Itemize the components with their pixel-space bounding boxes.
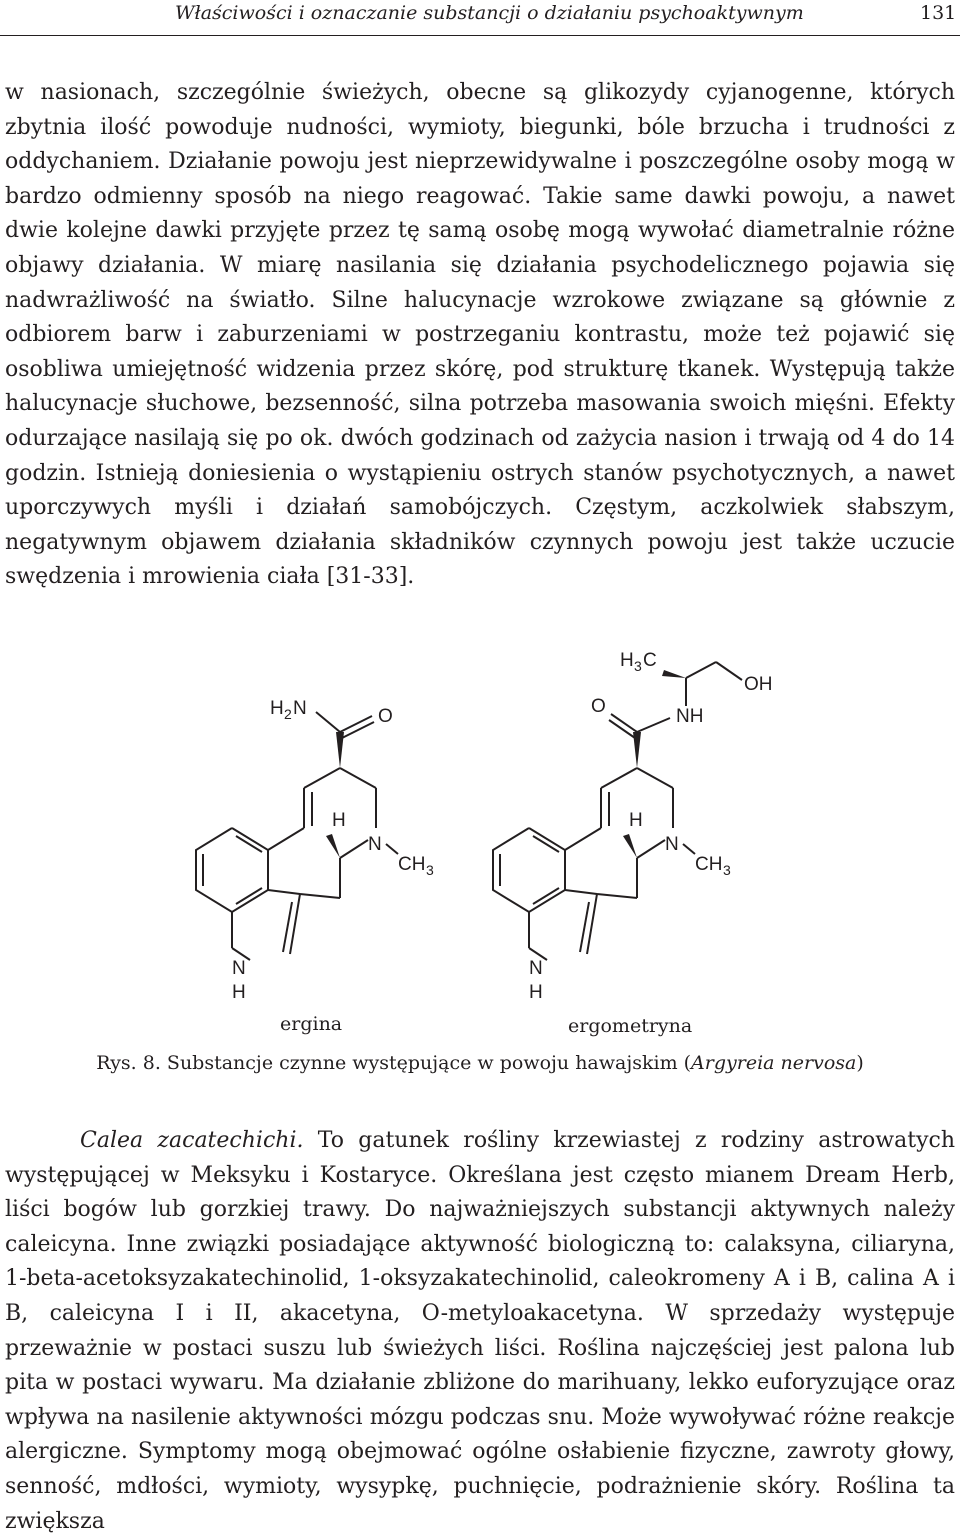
header-rule bbox=[0, 35, 960, 36]
ergometryna-atom-c: C bbox=[643, 650, 657, 671]
molecule-ergometryna: H 3 C OH O NH H N CH 3 N H ergometryna bbox=[492, 650, 773, 1037]
ergina-atom-n-amide: N bbox=[293, 698, 307, 719]
ergometryna-atom-sub3: 3 bbox=[723, 862, 731, 878]
ergometryna-atom-n-indole: N bbox=[529, 958, 543, 979]
ergina-atom-o: O bbox=[378, 706, 393, 727]
paragraph-calea-text: To gatunek rośliny krzewiastej z rodziny… bbox=[5, 1128, 955, 1534]
species-name: Calea zacatechichi. bbox=[80, 1128, 304, 1153]
ergina-atom-h2: H bbox=[270, 698, 284, 719]
caption-suffix: ) bbox=[856, 1052, 864, 1074]
ergina-atom-sub3: 3 bbox=[426, 862, 434, 878]
paragraph-calea: Calea zacatechichi. To gatunek rośliny k… bbox=[5, 1124, 955, 1539]
caption-species: Argyreia nervosa bbox=[691, 1052, 857, 1074]
ergometryna-atom-nh: NH bbox=[676, 706, 703, 727]
ergometryna-name: ergometryna bbox=[568, 1015, 692, 1037]
running-head: Właściwości i oznaczanie substancji o dz… bbox=[0, 0, 960, 36]
running-head-title: Właściwości i oznaczanie substancji o dz… bbox=[175, 2, 804, 24]
page-number: 131 bbox=[920, 2, 957, 24]
ergometryna-atom-h-stereo: H bbox=[629, 810, 643, 831]
ergometryna-atom-oh: OH bbox=[744, 674, 773, 695]
figure-structures: H 2 N O H N CH 3 N H ergina bbox=[0, 640, 960, 1080]
paragraph-powoj: w nasionach, szczególnie świeżych, obecn… bbox=[5, 80, 955, 590]
caption-prefix: Rys. 8. Substancje czynne występujące w … bbox=[96, 1052, 692, 1074]
ergometryna-atom-ch: CH bbox=[695, 854, 722, 875]
figure-caption: Rys. 8. Substancje czynne występujące w … bbox=[0, 1052, 960, 1074]
ergina-bonds bbox=[195, 711, 399, 961]
ergometryna-atom-sub3a: 3 bbox=[634, 658, 642, 674]
ergina-atom-n-ring: N bbox=[368, 834, 382, 855]
ergina-name: ergina bbox=[280, 1013, 342, 1035]
ergina-atom-ch: CH bbox=[398, 854, 425, 875]
ergina-atom-h-indole: H bbox=[232, 982, 246, 1003]
molecule-ergina: H 2 N O H N CH 3 N H ergina bbox=[195, 698, 434, 1035]
ergina-atom-sub2: 2 bbox=[284, 706, 292, 722]
ergometryna-atom-n-ring: N bbox=[665, 834, 679, 855]
ergometryna-bonds bbox=[492, 661, 743, 961]
ergometryna-atom-h-indole: H bbox=[529, 982, 543, 1003]
ergina-atom-n-indole: N bbox=[232, 958, 246, 979]
ergina-atom-h-stereo: H bbox=[332, 810, 346, 831]
ergometryna-atom-h3: H bbox=[620, 650, 634, 671]
ergometryna-atom-o: O bbox=[591, 696, 606, 717]
chemical-structures-svg: H 2 N O H N CH 3 N H ergina bbox=[195, 650, 773, 1037]
